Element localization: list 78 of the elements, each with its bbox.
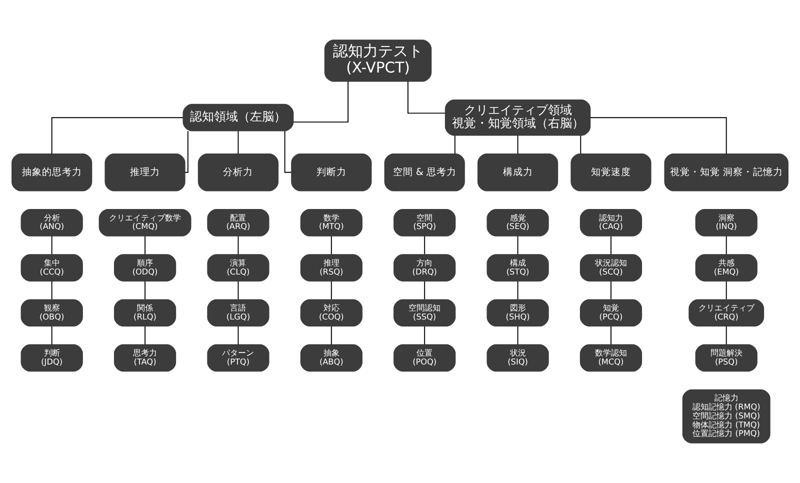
connector — [184, 130, 188, 173]
node-box: クリエイティブ数学 (CMQ) — [98, 208, 192, 236]
node-box: 対応 (COQ) — [300, 299, 362, 327]
connector — [610, 236, 612, 255]
connector — [238, 280, 239, 300]
connector — [517, 326, 518, 345]
node-box: 認知力 (CAQ) — [580, 208, 642, 236]
node-box: 感覚 (SEQ) — [486, 208, 549, 236]
node-box: 演算 (CLQ) — [207, 254, 270, 282]
node-box: 判断力 — [291, 153, 372, 192]
connector — [292, 80, 349, 123]
connector — [424, 280, 426, 300]
node-box: 推理 (RSQ) — [300, 254, 362, 282]
connector — [590, 117, 727, 154]
node-box: 順序 (ODQ) — [114, 254, 176, 282]
connector — [51, 236, 52, 255]
connector — [610, 326, 612, 345]
node-box: 判断 (JDQ) — [20, 344, 83, 372]
node-box: 記憶力 認知記憶力 (RMQ) 空間記憶力 (SMQ) 物体記憶力 (TMQ) 位置記憶力 (PMQ) — [682, 389, 770, 444]
connector — [610, 280, 612, 300]
connector — [238, 326, 239, 345]
connector — [330, 280, 332, 300]
connector — [51, 280, 52, 300]
node-box: 集中 (CCQ) — [20, 254, 83, 282]
node-box: 空間認知 (SSQ) — [394, 299, 456, 327]
node-box: パターン (PTQ) — [207, 344, 270, 372]
connector — [238, 130, 239, 154]
node-box: 数学認知 (MCQ) — [580, 344, 642, 372]
connector — [144, 280, 146, 300]
node-box: 数学 (MTQ) — [300, 208, 362, 236]
node-box: 洞察 (INQ) — [695, 208, 758, 236]
node-box: 空間 & 思考力 — [384, 153, 465, 192]
node-box: 抽象的思考力 — [12, 153, 92, 192]
node-box: 認知領域（左脳） — [182, 104, 294, 132]
node-box: 図形 (SHQ) — [486, 299, 549, 327]
node-box: 分析力 — [198, 153, 279, 192]
node-box: 配置 (ARQ) — [207, 208, 270, 236]
connector — [517, 280, 518, 300]
connector — [330, 326, 332, 345]
node-box: 観察 (OBQ) — [20, 299, 83, 327]
connector — [517, 135, 518, 154]
node-box: 問題解決 (PSQ) — [695, 344, 758, 372]
node-box: 構成力 — [477, 153, 558, 192]
connector — [51, 326, 52, 345]
node-box: 知覚速度 — [570, 153, 652, 192]
connector — [330, 236, 332, 255]
node-box: 関係 (RLQ) — [114, 299, 176, 327]
node-box: 構成 (STQ) — [486, 254, 549, 282]
connector — [424, 236, 426, 255]
node-box: 知覚 (PCQ) — [580, 299, 642, 327]
node-box: 言語 (LGQ) — [207, 299, 270, 327]
connector — [726, 236, 727, 255]
connector — [144, 236, 146, 255]
connector — [238, 236, 239, 255]
node-box: 状況 (SIQ) — [486, 344, 549, 372]
node-box: 方向 (DRQ) — [394, 254, 456, 282]
connector — [407, 80, 446, 114]
connector — [454, 135, 456, 154]
connector — [580, 135, 582, 154]
node-box: 認知力テスト (X-VPCT) — [324, 40, 432, 82]
connector — [424, 326, 426, 345]
node-box: 推理力 — [104, 153, 186, 192]
connector — [517, 236, 518, 255]
node-box: 状況認知 (SCQ) — [580, 254, 642, 282]
connector — [144, 326, 146, 345]
node-box: 位置 (POQ) — [394, 344, 456, 372]
connector — [51, 117, 184, 154]
connector — [284, 130, 292, 173]
node-box: 思考力 (TAQ) — [114, 344, 176, 372]
node-box: 共感 (EMQ) — [695, 254, 758, 282]
node-box: 視覚・知覚 洞察・記憶力 — [664, 153, 788, 192]
node-box: 空間 (SPQ) — [394, 208, 456, 236]
connector — [726, 326, 727, 345]
node-box: クリエイティブ (CRQ) — [688, 299, 764, 327]
node-box: 抽象 (ABQ) — [300, 344, 362, 372]
node-box: クリエイティブ領域 視覚・知覚領域（右脳） — [444, 100, 591, 136]
node-box: 分析 (ANQ) — [20, 208, 83, 236]
connector — [726, 280, 727, 300]
